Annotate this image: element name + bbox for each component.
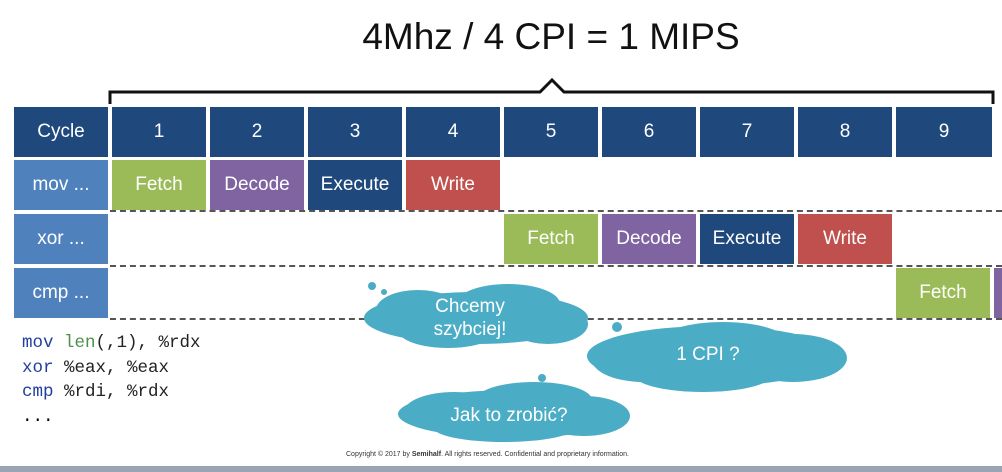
cycle-header-label: Cycle [14,107,108,157]
cycle-number: 2 [210,107,304,157]
stage-write: Write [798,214,892,264]
instruction-label: xor ... [14,214,108,264]
instruction-label: mov ... [14,160,108,210]
code-args: (,1), %rdx [95,333,201,353]
code-opcode: mov [22,333,54,353]
code-opcode: cmp [22,382,54,402]
stage-execute: Execute [308,160,402,210]
cloud-shape [364,282,588,348]
copyright-text: Copyright © 2017 by [346,451,410,458]
thought-cloud: Jak to zrobić? [394,374,636,442]
cycle-number: 9 [896,107,992,157]
instruction-label: cmp ... [14,268,108,318]
stage-fetch: Fetch [504,214,598,264]
cloud-shape [398,374,630,442]
row-separator [110,265,1002,267]
code-line: cmp %rdi, %rdx [22,380,201,405]
code-args: %eax, %eax [64,357,170,378]
cloud-text: Jak to zrobić? [450,405,568,426]
row-separator [110,210,1002,212]
cycle-number: 8 [798,107,892,157]
cloud-text: Chcemy szybciej! [433,296,507,340]
taskbar-strip [0,466,1002,472]
cloud-text: 1 CPI ? [676,344,740,365]
cycle-number: 6 [602,107,696,157]
stage-write: Write [406,160,500,210]
stage-execute: Execute [700,214,794,264]
brand-name: Semihalf [411,451,442,458]
cycle-number: 1 [112,107,206,157]
cycle-number: 3 [308,107,402,157]
code-opcode: xor [22,357,54,378]
stage-decode: Decode [602,214,696,264]
cycle-number: 4 [406,107,500,157]
stage-decode: Decode [210,160,304,210]
cycle-number: 5 [504,107,598,157]
stage-fetch: Fetch [896,268,990,318]
cloud-shape [587,322,847,392]
stage-fetch: Fetch [112,160,206,210]
code-args: %rdi, %rdx [64,382,170,402]
thought-cloud: 1 CPI ? [583,318,853,394]
stage-decode-partial [994,268,1002,318]
thought-cloud: Chcemy szybciej! [358,278,594,352]
cycle-range-brace [108,77,995,104]
assembly-listing: mov len(,1), %rdx xor %eax, %eax cmp %rd… [22,331,201,429]
code-line: mov len(,1), %rdx [22,331,201,356]
cycle-number: 7 [700,107,794,157]
code-line: ... [22,406,54,427]
copyright-footer: Copyright © 2017 by Semihalf. All rights… [346,451,629,458]
code-line: xor %eax, %eax [22,356,201,381]
code-symbol: len [64,333,96,353]
rights-text: . All rights reserved. Confidential and … [441,451,629,458]
slide-title: 4Mhz / 4 CPI = 1 MIPS [362,16,740,57]
